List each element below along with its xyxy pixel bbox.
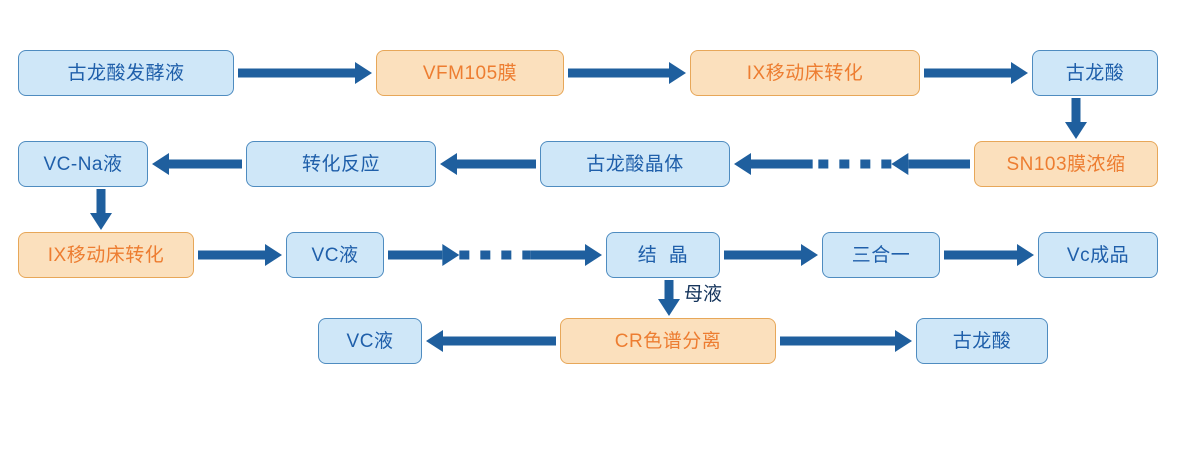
process-node-label: 三合一 [851, 244, 911, 266]
process-node-n5[interactable]: SN103膜浓缩 [974, 141, 1158, 187]
process-node-n14[interactable]: CR色谱分离 [560, 318, 776, 364]
connector-e4 [1065, 98, 1087, 139]
arrowhead [426, 330, 443, 352]
arrowhead [355, 62, 372, 84]
process-node-n11[interactable]: 结 晶 [606, 232, 720, 278]
process-node-label: 古龙酸发酵液 [67, 62, 185, 84]
process-node-label: 古龙酸 [1065, 62, 1125, 84]
process-node-n13[interactable]: Vc成品 [1038, 232, 1158, 278]
connector-e5 [734, 153, 970, 175]
connector-e8 [90, 189, 112, 230]
process-node-label: VC液 [346, 330, 394, 352]
arrowhead [658, 299, 680, 316]
connector-e2 [568, 62, 686, 84]
process-node-n4[interactable]: 古龙酸 [1032, 50, 1158, 96]
process-node-label: 古龙酸 [952, 330, 1012, 352]
process-node-label: 古龙酸晶体 [586, 153, 684, 175]
connector-e3 [924, 62, 1028, 84]
process-node-label: IX移动床转化 [746, 62, 864, 84]
arrowhead [734, 153, 751, 175]
process-node-n2[interactable]: VFM105膜 [376, 50, 564, 96]
connector-e1 [238, 62, 372, 84]
connector-e15 [780, 330, 912, 352]
process-node-label: SN103膜浓缩 [1006, 153, 1126, 175]
process-node-n16[interactable]: 古龙酸 [916, 318, 1048, 364]
arrowhead [440, 153, 457, 175]
arrowhead [1017, 244, 1034, 266]
edge-label-mother-liquor: 母液 [684, 284, 723, 305]
connector-e14 [426, 330, 556, 352]
process-node-label: CR色谱分离 [614, 330, 722, 352]
arrowhead [669, 62, 686, 84]
arrowhead [152, 153, 169, 175]
arrowhead [1065, 122, 1087, 139]
arrowhead [442, 244, 460, 266]
connector-e10 [388, 244, 602, 266]
arrowhead [90, 213, 112, 230]
connector-e7 [152, 153, 242, 175]
arrowhead [1011, 62, 1028, 84]
connector-e11 [724, 244, 818, 266]
process-node-label: 结 晶 [637, 244, 689, 266]
connector-e13 [658, 280, 680, 316]
arrowhead [891, 153, 909, 175]
process-node-label: IX移动床转化 [47, 244, 165, 266]
process-node-n12[interactable]: 三合一 [822, 232, 940, 278]
connector-e12 [944, 244, 1034, 266]
process-node-label: VC-Na液 [43, 153, 123, 175]
process-node-label: Vc成品 [1066, 244, 1130, 266]
process-node-n8[interactable]: VC-Na液 [18, 141, 148, 187]
process-node-n9[interactable]: IX移动床转化 [18, 232, 194, 278]
connector-e9 [198, 244, 282, 266]
process-node-label: VFM105膜 [422, 62, 518, 84]
process-node-label: VC液 [311, 244, 359, 266]
connector-e6 [440, 153, 536, 175]
process-node-label: 转化反应 [301, 153, 380, 175]
process-node-n7[interactable]: 转化反应 [246, 141, 436, 187]
arrowhead [801, 244, 818, 266]
process-node-n1[interactable]: 古龙酸发酵液 [18, 50, 234, 96]
arrowhead [895, 330, 912, 352]
arrowhead [265, 244, 282, 266]
process-node-n15[interactable]: VC液 [318, 318, 422, 364]
process-node-n6[interactable]: 古龙酸晶体 [540, 141, 730, 187]
arrowhead [585, 244, 602, 266]
process-node-n10[interactable]: VC液 [286, 232, 384, 278]
process-node-n3[interactable]: IX移动床转化 [690, 50, 920, 96]
